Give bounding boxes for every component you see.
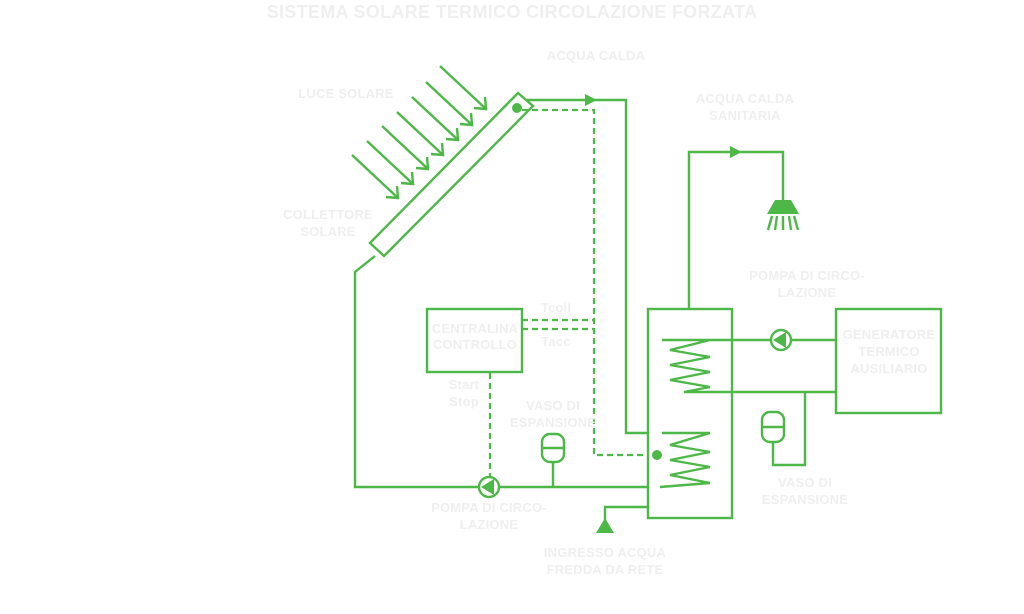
flow-arrow-icon <box>585 94 597 106</box>
label-pompa-right-2: LAZIONE <box>778 285 837 300</box>
sunlight-ray <box>351 154 400 200</box>
label-stop: Stop <box>449 394 479 409</box>
diagram-title: SISTEMA SOLARE TERMICO CIRCOLAZIONE FORZ… <box>267 2 758 22</box>
label-generatore: GENERATORE <box>843 327 936 342</box>
label-collettore-2: SOLARE <box>300 224 356 239</box>
tank-sensor-icon <box>652 450 662 460</box>
sunlight-ray <box>366 140 415 186</box>
label-start: Start <box>449 377 480 392</box>
label-pompa-right: POMPA DI CIRCO- <box>749 268 865 283</box>
label-acqua-calda: ACQUA CALDA <box>547 48 646 63</box>
sunlight-ray <box>425 81 474 127</box>
label-centralina-2: CONTROLLO <box>433 337 517 352</box>
label-ingresso-2: FREDDA DA RETE <box>547 562 664 577</box>
label-tcoll: Tcoll <box>541 300 571 315</box>
label-luce-solare: LUCE SOLARE <box>298 86 393 101</box>
auxiliary-generator-box <box>834 307 943 415</box>
sunlight-ray <box>396 111 445 157</box>
cold-water-inlet <box>596 505 648 533</box>
label-generatore-3: AUSILIARIO <box>850 361 927 376</box>
solar-collector <box>368 91 535 258</box>
solar-loop-pipes <box>353 94 662 489</box>
hot-supply-pipe <box>527 98 662 435</box>
lower-coil <box>659 431 711 489</box>
label-vaso-right: VASO DI <box>778 475 832 490</box>
sunlight-ray <box>439 65 488 111</box>
label-ingresso: INGRESSO ACQUA <box>544 545 667 560</box>
label-pompa-left: POMPA DI CIRCO- <box>431 500 547 515</box>
circulation-pump-left <box>477 475 501 499</box>
label-acqua-calda-sanitaria: ACQUA CALDA <box>696 91 795 106</box>
label-generatore-2: TERMICO <box>858 344 919 359</box>
label-vaso-right-2: ESPANSIONE <box>762 492 848 507</box>
circulation-pump-right <box>769 328 793 352</box>
upper-coil <box>662 338 836 394</box>
sunlight-rays <box>351 65 488 200</box>
label-collettore: COLLETTORE <box>283 207 373 222</box>
control-signal-lines <box>488 108 656 478</box>
label-tacc: Tacc <box>541 334 570 349</box>
control-unit-box <box>425 307 524 374</box>
label-pompa-left-2: LAZIONE <box>460 517 519 532</box>
flow-arrow-icon <box>730 146 742 158</box>
label-vaso-left: VASO DI <box>526 398 580 413</box>
sunlight-ray <box>381 125 430 171</box>
label-vaso-left-2: ESPANSIONE <box>510 415 596 430</box>
hot-water-outlet <box>687 146 785 309</box>
return-pipe <box>353 255 648 489</box>
label-acqua-calda-sanitaria-2: SANITARIA <box>709 108 781 123</box>
label-centralina: CENTRALINA <box>432 321 519 336</box>
sunlight-ray <box>411 96 460 142</box>
expansion-vessel-right <box>760 410 786 444</box>
shower-head-icon <box>766 200 800 231</box>
expansion-vessel-left <box>540 432 566 487</box>
